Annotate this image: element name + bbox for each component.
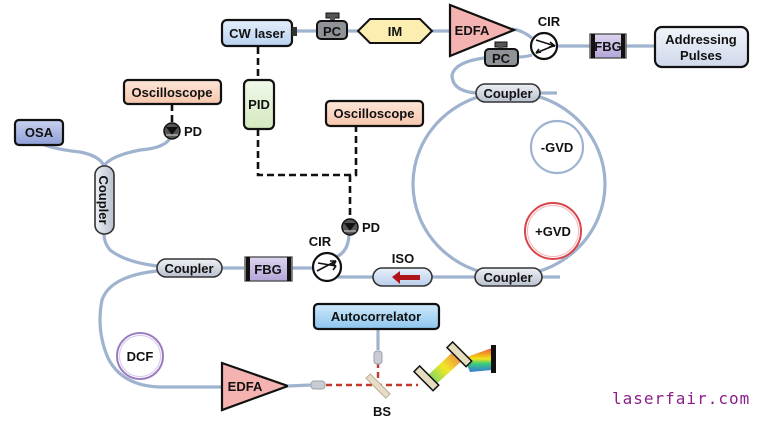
coupler-horizontal-label: Coupler: [164, 261, 213, 276]
beam-splitter: [365, 373, 391, 399]
circulator-top[interactable]: CIR: [529, 14, 561, 61]
oscilloscope-left[interactable]: Oscilloscope: [122, 78, 223, 106]
autocorrelator-label: Autocorrelator: [331, 309, 421, 324]
photodetector-right[interactable]: PD: [341, 218, 380, 236]
pid-label: PID: [248, 97, 270, 112]
edfa-bottom-label: EDFA: [228, 379, 263, 394]
cw-laser[interactable]: CW laser: [220, 18, 297, 48]
pd-right-label: PD: [362, 220, 380, 235]
addressing-pulses[interactable]: Addressing Pulses: [653, 25, 750, 69]
fiber-coupler-osa: [43, 143, 106, 167]
dispersed-beam-fan: [426, 348, 465, 388]
oscilloscope-right-label: Oscilloscope: [334, 106, 415, 121]
coupler-ring-bottom[interactable]: Coupler: [474, 267, 543, 287]
autocorrelator[interactable]: Autocorrelator: [312, 302, 441, 331]
cw-laser-label: CW laser: [229, 26, 285, 41]
cir-top-label: CIR: [538, 14, 561, 29]
intensity-modulator[interactable]: IM: [356, 18, 434, 44]
end-mirror: [491, 345, 496, 373]
isolator[interactable]: ISO: [372, 251, 433, 287]
fbg-top[interactable]: FBG: [589, 33, 627, 59]
iso-label: ISO: [392, 251, 414, 266]
collimator-left: [310, 380, 326, 390]
fiber-edfa-collimator: [287, 383, 312, 388]
polarization-controller-top[interactable]: PC: [316, 12, 348, 40]
coupler-horizontal[interactable]: Coupler: [156, 258, 223, 278]
fbg-bottom-label: FBG: [254, 262, 281, 277]
fiber-cir-pc-coupler: [450, 53, 533, 95]
grating-1: [412, 364, 440, 392]
addressing-pulses-line2: Pulses: [680, 48, 722, 63]
grating-2: [445, 340, 473, 368]
photodetector-left[interactable]: PD: [163, 122, 202, 140]
fbg-top-label: FBG: [594, 39, 621, 54]
circulator-bottom[interactable]: CIR: [309, 234, 343, 283]
pos-gvd-label: +GVD: [535, 224, 571, 239]
osa[interactable]: OSA: [13, 118, 65, 147]
dcf-label: DCF: [127, 349, 154, 364]
edfa-bottom[interactable]: EDFA: [220, 361, 292, 412]
coupler-vertical-label: Coupler: [96, 175, 111, 224]
dash-pid-osc: [256, 127, 358, 177]
cir-bottom-label: CIR: [309, 234, 332, 249]
fiber-coupler-coupler: [102, 233, 158, 268]
edfa-top-label: EDFA: [455, 23, 490, 38]
pos-gvd-spool[interactable]: +GVD: [524, 202, 582, 260]
fiber-coupler-dcf-edfa: [98, 269, 224, 389]
pc-top-label: PC: [323, 24, 342, 39]
polarization-controller-loop[interactable]: PC: [484, 41, 519, 67]
im-label: IM: [388, 24, 402, 39]
grating-compressor: [412, 340, 496, 392]
pid-controller[interactable]: PID: [242, 78, 276, 131]
bs-label: BS: [373, 404, 391, 419]
osa-label: OSA: [25, 125, 54, 140]
collimator-top: [373, 350, 383, 365]
dcf-spool[interactable]: DCF: [116, 332, 164, 380]
iso-arrow-icon: [392, 271, 420, 284]
watermark: laserfair.com: [612, 389, 751, 408]
pc-loop-label: PC: [492, 51, 511, 66]
coupler-ring-bottom-label: Coupler: [483, 270, 532, 285]
oscilloscope-right[interactable]: Oscilloscope: [324, 99, 425, 128]
fbg-bottom[interactable]: FBG: [244, 256, 293, 282]
pd-left-label: PD: [184, 124, 202, 139]
edfa-top[interactable]: EDFA: [448, 3, 517, 58]
addressing-pulses-line1: Addressing: [665, 32, 737, 47]
electrical-lines: [170, 47, 358, 218]
spectrum-band: [464, 348, 492, 372]
neg-gvd-label: -GVD: [541, 140, 574, 155]
free-space-path: [310, 350, 418, 399]
coupler-ring-top-label: Coupler: [483, 86, 532, 101]
oscilloscope-left-label: Oscilloscope: [132, 85, 213, 100]
coupler-ring-top[interactable]: Coupler: [475, 83, 541, 103]
fiber-ring: [411, 90, 607, 278]
fiber-coupler-pd: [102, 137, 172, 167]
coupler-vertical[interactable]: Coupler: [94, 165, 115, 235]
neg-gvd-spool[interactable]: -GVD: [529, 119, 585, 175]
